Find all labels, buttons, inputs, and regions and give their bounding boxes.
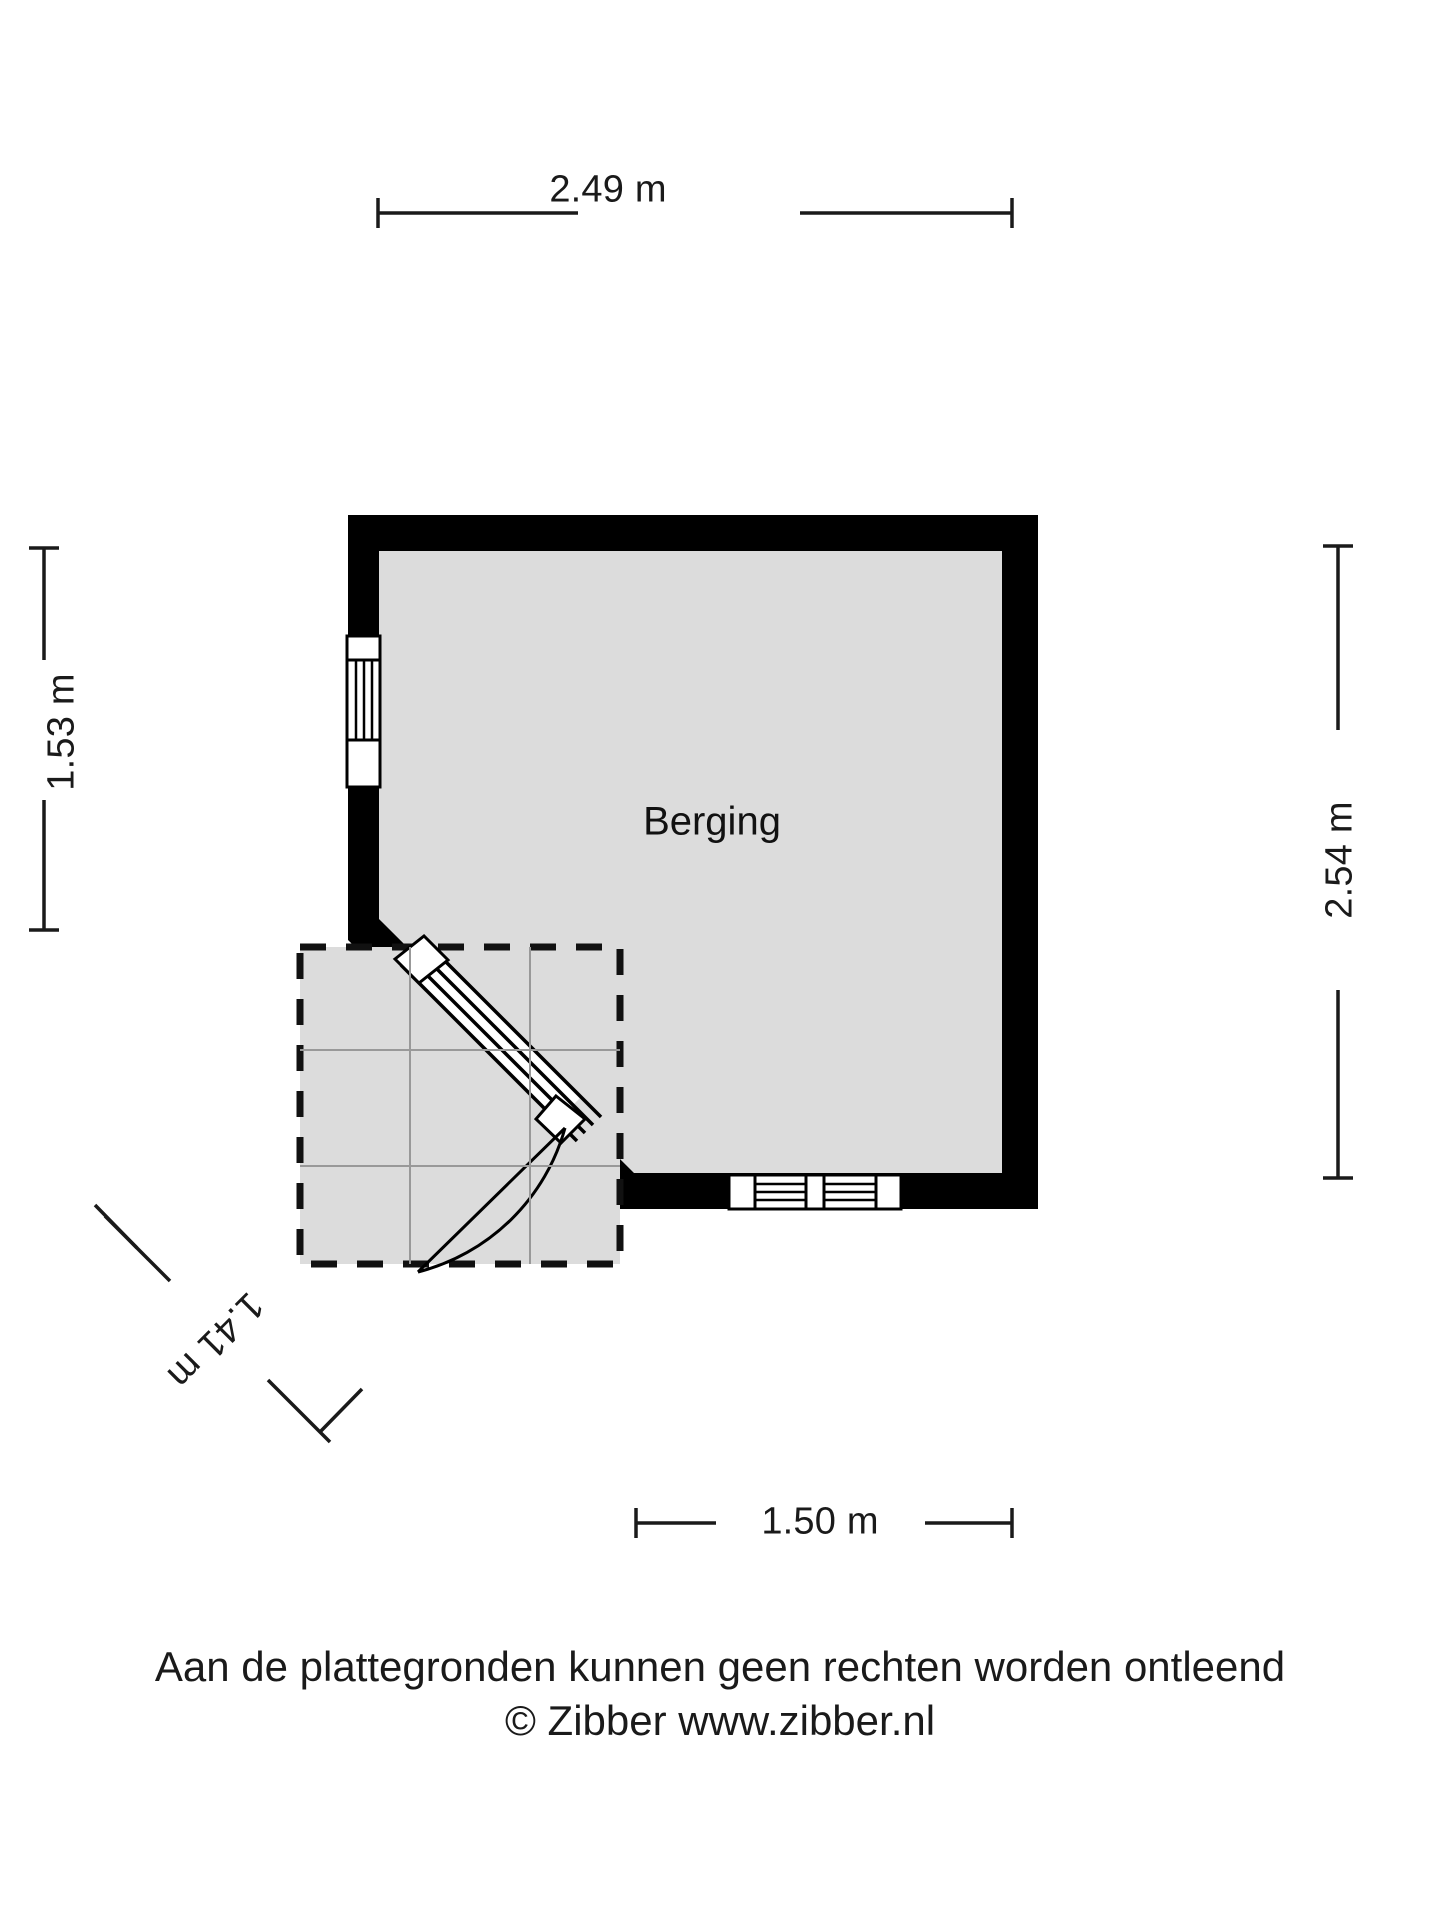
dimension-label-bottom: 1.50 m [761, 1500, 879, 1543]
dimension-label-top: 2.49 m [549, 168, 667, 211]
window-west [345, 634, 382, 789]
dimension-diagonal [93, 1203, 364, 1444]
swing-area-gridlines [300, 947, 620, 1264]
window-south [727, 1173, 903, 1211]
footer-copyright-text: © Zibber www.zibber.nl [504, 1697, 936, 1744]
dimension-right [1323, 544, 1353, 1180]
dimension-left [29, 546, 59, 932]
dimension-label-right: 2.54 m [1318, 801, 1361, 919]
dimension-bottom [634, 1508, 1014, 1538]
dimension-top [376, 198, 1014, 228]
door-southwest [392, 933, 603, 1274]
room-label-berging: Berging [643, 799, 781, 844]
dimension-label-left: 1.53 m [40, 673, 83, 791]
footer-disclaimer: Aan de plattegronden kunnen geen rechten… [0, 1640, 1440, 1748]
footer-disclaimer-text: Aan de plattegronden kunnen geen rechten… [154, 1643, 1286, 1690]
dimension-lines [29, 198, 1353, 1538]
